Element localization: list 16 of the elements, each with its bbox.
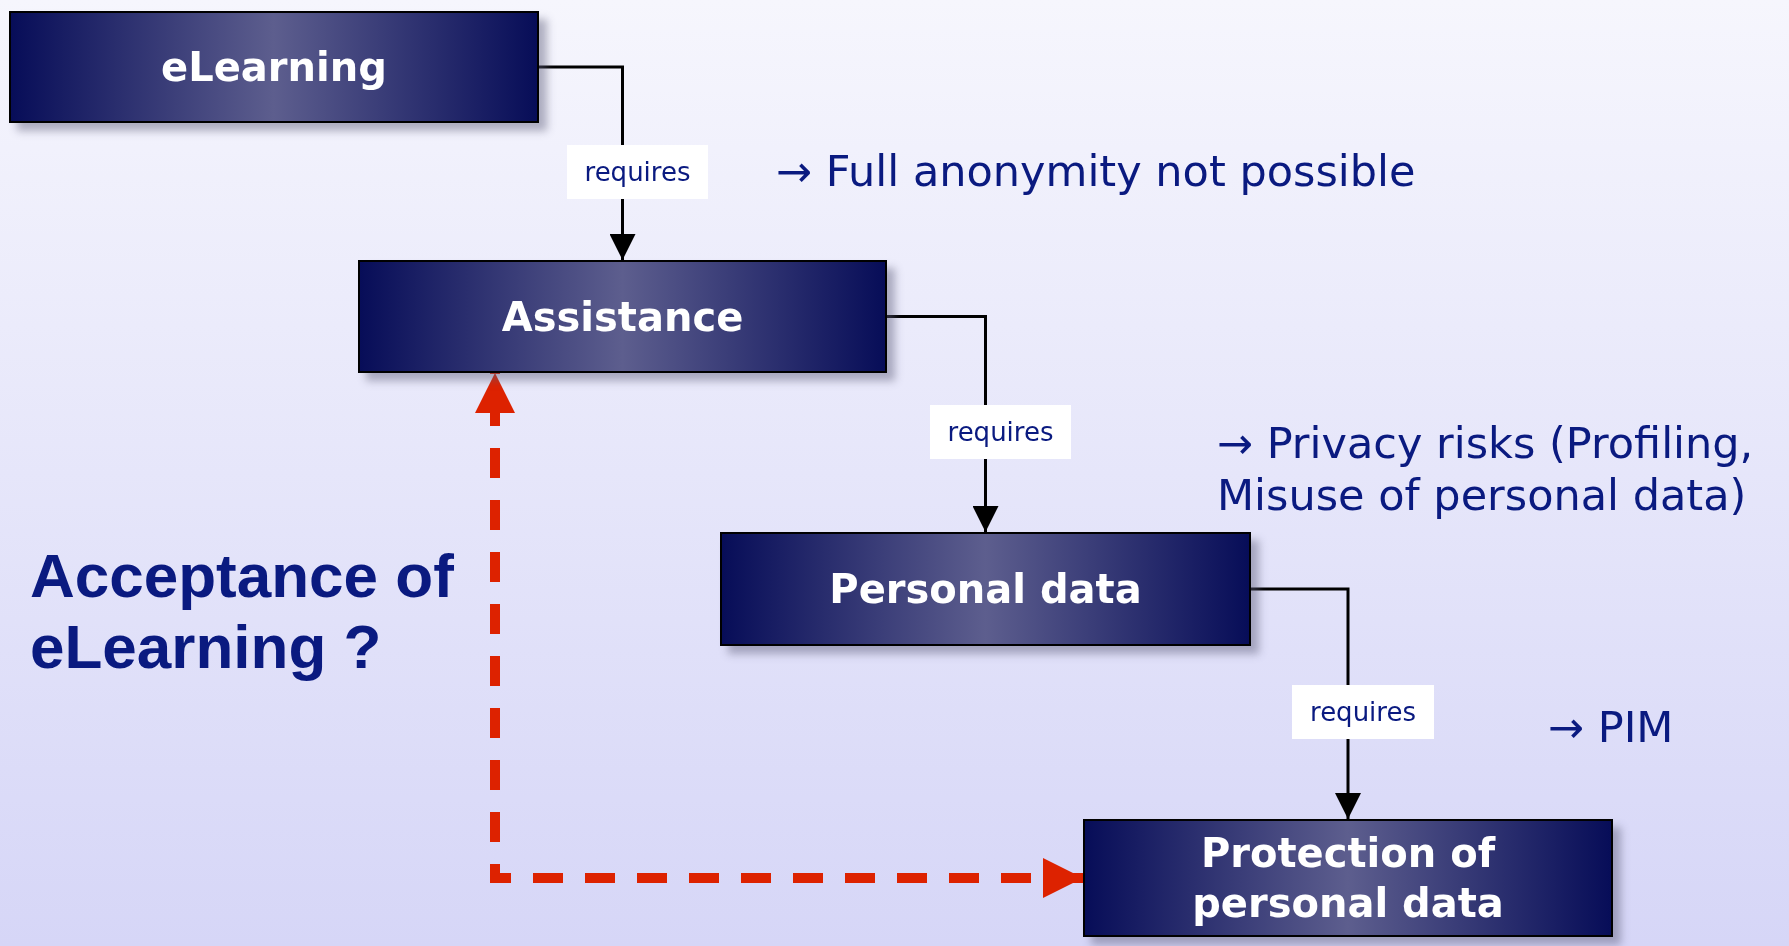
- box-label: Personal data: [828, 565, 1143, 614]
- note-text: → Full anonymity not possible: [776, 146, 1417, 198]
- process-box: [720, 532, 1251, 646]
- title: Acceptance of eLearning ?: [30, 540, 455, 683]
- box-label: eLearning: [160, 43, 388, 92]
- note-text: → PIM: [1548, 702, 1675, 754]
- edge-label: requires: [566, 144, 709, 199]
- note-text: → Privacy risks (Profiling, Misuse of personal data): [1217, 418, 1755, 522]
- dashed-arrow: [475, 373, 1083, 898]
- edge-label: requires: [929, 405, 1072, 460]
- edge-label: requires: [1292, 685, 1434, 739]
- process-box: [358, 260, 887, 373]
- process-box: [9, 11, 539, 123]
- box-label: Assistance: [500, 292, 745, 342]
- process-box: [1083, 819, 1613, 937]
- box-label: Protection of personal data: [1191, 829, 1505, 928]
